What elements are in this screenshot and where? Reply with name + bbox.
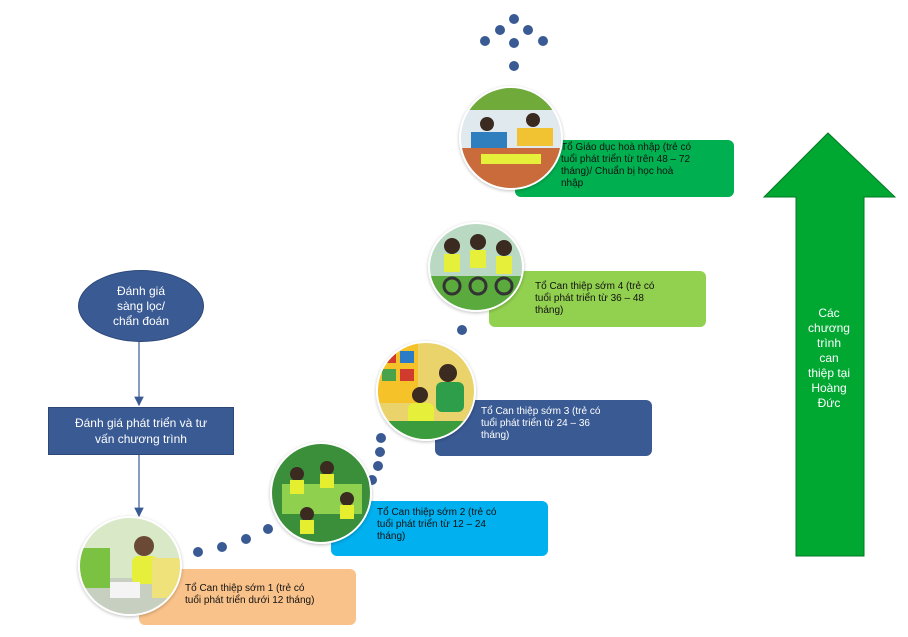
step-3-line-2: tuổi phát triển từ 24 – 36 — [481, 418, 590, 429]
step-4-photo — [428, 222, 524, 312]
assessment-line-1: Đánh giá phát triển và tư — [74, 416, 208, 430]
step-5-line-1: Tổ Giáo dục hoà nhập (trẻ có — [561, 142, 692, 153]
step-2-photo — [270, 442, 372, 544]
step-1-line-2: tuổi phát triển dưới 12 tháng) — [185, 595, 315, 606]
arrow-label-line-1: Các — [818, 306, 840, 320]
step-5-line-4: nhập — [561, 178, 584, 189]
arrow-label-line-3: trình — [816, 336, 841, 350]
step-2-line-3: tháng) — [377, 531, 406, 542]
arrow-label-line-2: chương — [808, 321, 850, 335]
step-3-line-1: Tổ Can thiệp sớm 3 (trẻ có — [481, 406, 601, 417]
step-3-photo — [376, 341, 476, 441]
assessment-line-2: vấn chương trình — [95, 432, 187, 446]
step-4-line-3: tháng) — [535, 305, 564, 316]
step-3-line-3: tháng) — [481, 430, 510, 441]
step-1-line-1: Tổ Can thiệp sớm 1 (trẻ có — [185, 583, 305, 594]
step-2-line-2: tuổi phát triển từ 12 – 24 — [377, 519, 486, 530]
arrow-label-line-4: can — [819, 351, 839, 365]
step-4-line-1: Tổ Can thiệp sớm 4 (trẻ có — [535, 281, 655, 292]
step-4-box: Tổ Can thiệp sớm 4 (trẻ có tuổi phát tri… — [489, 271, 706, 327]
screening-line-3: chẩn đoán — [112, 313, 170, 328]
arrow-label-line-5: thiệp tại — [807, 366, 851, 380]
screening-line-2: sàng lọc/ — [116, 298, 166, 313]
up-arrow-shape — [762, 132, 897, 557]
arrow-label-line-7: Đức — [817, 396, 841, 410]
assessment-box: Đánh giá phát triển và tư vấn chương trì… — [48, 407, 234, 455]
step-2-line-1: Tổ Can thiệp sớm 2 (trẻ có — [377, 507, 497, 518]
burst-dots — [480, 14, 548, 48]
step-5-line-2: tuổi phát triển từ trên 48 – 72 — [561, 154, 690, 165]
step-4-line-2: tuổi phát triển từ 36 – 48 — [535, 293, 644, 304]
arrow-label: Các chương trình can thiệp tại Hoàng Đức — [792, 306, 866, 411]
step-1-photo — [78, 516, 182, 616]
step-5-line-3: tháng)/ Chuẩn bị học hoà — [561, 166, 674, 177]
step-5-photo — [459, 86, 563, 190]
screening-oval: Đánh giá sàng lọc/ chẩn đoán — [78, 270, 204, 342]
arrow-label-line-6: Hoàng — [811, 381, 847, 395]
screening-line-1: Đánh giá — [116, 283, 166, 298]
